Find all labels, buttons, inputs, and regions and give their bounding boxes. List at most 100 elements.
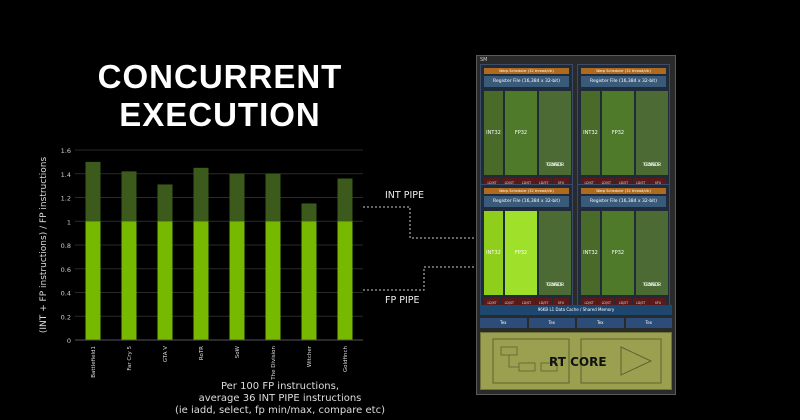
ldst-unit: LD/ST — [615, 298, 632, 309]
y-tick-label: 0.2 — [61, 313, 71, 321]
ldst-unit: LD/ST — [535, 298, 552, 309]
bar-int-segment — [121, 171, 137, 222]
sm-quadrant-top-right: Warp Scheduler (32 thread/clk) Register … — [577, 64, 670, 192]
x-category-label: RoTR — [199, 346, 205, 360]
sm-label: SM — [480, 57, 488, 63]
y-axis-label: (INT + FP instructions) / FP instruction… — [39, 157, 49, 334]
bar-int-segment — [85, 161, 101, 222]
x-category-label: Witcher — [307, 345, 313, 367]
chart-grid — [75, 149, 363, 341]
tex-unit: Tex — [625, 318, 672, 328]
ldst-unit: LD/ST — [535, 178, 552, 189]
bar-fp-segment — [229, 221, 245, 340]
ldst-unit: LD/ST — [484, 178, 501, 189]
ldst-unit: LD/ST — [615, 178, 632, 189]
sm-diagram: SM Warp Scheduler (32 thread/clk) Regist… — [476, 55, 676, 395]
ldst-unit: LD/ST — [598, 298, 615, 309]
fp-pipe-label: FP PIPE — [385, 295, 420, 306]
int32-unit: INT32 — [484, 91, 503, 175]
ldst-unit: LD/ST — [518, 178, 535, 189]
tensor-line-2: CORES — [644, 163, 660, 168]
x-category-label: Battlefield1 — [91, 346, 97, 378]
chart-caption: Per 100 FP instructions, average 36 INT … — [150, 381, 410, 417]
fp32-unit: FP32 — [602, 91, 634, 175]
warp-scheduler: Warp Scheduler (32 thread/clk) — [484, 68, 569, 74]
tex-unit: Tex — [528, 318, 575, 328]
sm-quadrant-top-left: Warp Scheduler (32 thread/clk) Register … — [480, 64, 573, 192]
ldst-unit: LD/ST — [581, 298, 598, 309]
y-tick-label: 1.4 — [61, 171, 71, 179]
caption-line-2: average 36 INT PIPE instructions — [198, 393, 362, 404]
tex-row: Tex Tex Tex Tex — [480, 318, 672, 328]
chart-ticks: 00.20.40.60.811.21.41.6 — [61, 147, 363, 345]
title-line-1: CONCURRENT — [97, 58, 343, 95]
caption-line-1: Per 100 FP instructions, — [220, 381, 340, 392]
y-tick-label: 0.6 — [61, 266, 71, 274]
bar-fp-segment — [121, 221, 137, 340]
sfu-unit: SFU — [552, 298, 570, 309]
register-file: Register File (16,384 x 32-bit) — [484, 76, 569, 87]
sfu-unit: SFU — [552, 178, 570, 189]
ldst-unit: LD/ST — [501, 298, 518, 309]
rt-core-label: RT CORE — [549, 355, 607, 369]
ldst-unit: LD/ST — [518, 298, 535, 309]
int32-unit-active: INT32 — [484, 211, 503, 295]
fp32-unit: FP32 — [505, 91, 537, 175]
ldst-unit: LD/ST — [484, 298, 501, 309]
fp-pipe-connector — [363, 266, 507, 291]
bar-int-segment — [229, 173, 245, 222]
chart-bars — [85, 161, 353, 340]
bar-int-segment — [193, 167, 209, 222]
tensor-line-2: CORES — [547, 163, 563, 168]
bar-int-segment — [301, 203, 317, 222]
y-tick-label: 0.8 — [61, 242, 71, 250]
register-file: Register File (16,384 x 32-bit) — [581, 76, 666, 87]
tensor-line-1: TENSOR — [545, 163, 565, 168]
sfu-unit: SFU — [649, 298, 667, 309]
int32-unit: INT32 — [581, 211, 600, 295]
y-tick-label: 0.4 — [61, 290, 71, 298]
bar-int-segment — [157, 184, 173, 222]
register-file: Register File (16,384 x 32-bit) — [484, 196, 569, 207]
fp32-unit-active: FP32 — [505, 211, 537, 295]
ldst-unit: LD/ST — [581, 178, 598, 189]
bar-fp-segment — [85, 221, 101, 340]
y-tick-label: 1 — [67, 218, 71, 226]
warp-scheduler: Warp Scheduler (32 thread/clk) — [484, 188, 569, 194]
slide-title: CONCURRENT EXECUTION — [90, 58, 350, 134]
tensor-line-2: CORES — [644, 283, 660, 288]
sm-quadrant-bottom-left: Warp Scheduler (32 thread/clk) Register … — [480, 184, 573, 312]
x-category-label: SoW — [235, 345, 241, 358]
bar-fp-segment — [193, 221, 209, 340]
sm-quadrant-bottom-right: Warp Scheduler (32 thread/clk) Register … — [577, 184, 670, 312]
rt-core-diagram-icon — [492, 338, 662, 384]
x-category-label: Goldfinch — [343, 345, 349, 372]
caption-line-3: (ie iadd, select, fp min/max, compare et… — [175, 405, 385, 416]
bar-fp-segment — [301, 221, 317, 340]
bar-fp-segment — [157, 221, 173, 340]
bar-int-segment — [265, 173, 281, 222]
title-line-2: EXECUTION — [119, 96, 321, 133]
y-tick-label: 0 — [67, 337, 71, 345]
tensor-line-1: TENSOR — [545, 283, 565, 288]
bar-int-segment — [337, 178, 353, 222]
tex-unit: Tex — [480, 318, 527, 328]
int32-unit: INT32 — [581, 91, 600, 175]
warp-scheduler: Warp Scheduler (32 thread/clk) — [581, 188, 666, 194]
x-category-label: Far Cry 5 — [127, 346, 133, 371]
tensor-line-1: TENSOR — [642, 163, 662, 168]
fp32-unit: FP32 — [602, 211, 634, 295]
y-tick-label: 1.2 — [61, 195, 71, 203]
ldst-unit: LD/ST — [632, 178, 649, 189]
warp-scheduler: Warp Scheduler (32 thread/clk) — [581, 68, 666, 74]
bar-fp-segment — [265, 221, 281, 340]
tensor-line-2: CORES — [547, 283, 563, 288]
